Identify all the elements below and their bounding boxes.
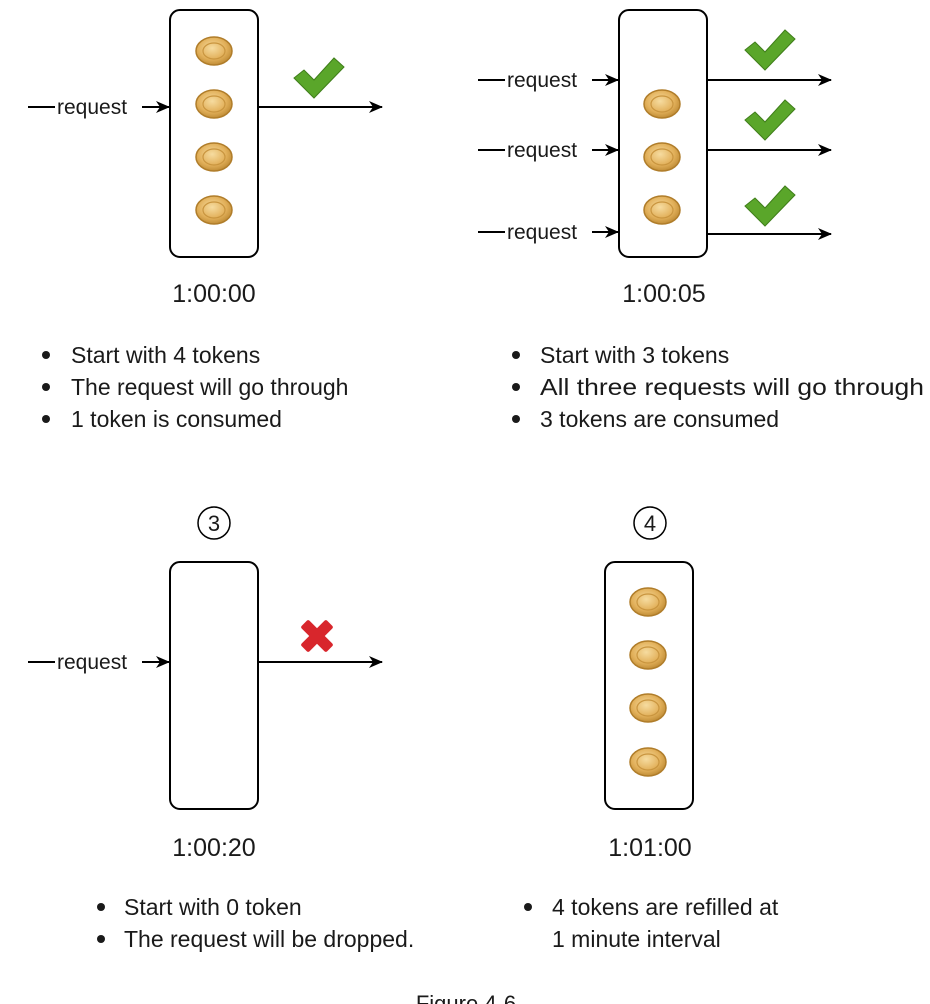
- bullet-text: All three requests will go through: [540, 374, 924, 400]
- token-list: [195, 36, 233, 225]
- token-icon: [643, 195, 681, 225]
- panel-2: request request request 1:00:05 Start wi…: [478, 9, 924, 432]
- token-icon: [195, 89, 233, 119]
- panel-4: 4 1:01:00 4 tokens are refilled at: [524, 506, 779, 952]
- step-number: 4: [644, 511, 656, 536]
- request-row: request: [478, 221, 619, 244]
- token-icon: [643, 142, 681, 172]
- bullet-text: Start with 4 tokens: [71, 342, 260, 368]
- request-label: request: [507, 221, 577, 244]
- bullet-text: 4 tokens are refilled at: [552, 894, 779, 920]
- cross-icon: [301, 620, 333, 652]
- request-row: request: [28, 620, 383, 674]
- bullet-dot: [42, 415, 50, 423]
- bullet-text: 3 tokens are consumed: [540, 406, 779, 432]
- bullet-dot: [42, 351, 50, 359]
- check-icon: [293, 57, 345, 99]
- request-label: request: [57, 96, 127, 119]
- request-label: request: [507, 139, 577, 162]
- bullet-dot: [512, 415, 520, 423]
- panel-1: request 1:00:00 Start with 4 tokens The …: [28, 9, 383, 432]
- bullet-list: 4 tokens are refilled at 1 minute interv…: [524, 894, 779, 952]
- step-badge: [633, 506, 667, 540]
- step-badge: [197, 506, 231, 540]
- step-number: 3: [208, 511, 220, 536]
- bullet-list: Start with 0 token The request will be d…: [97, 894, 414, 952]
- request-row: request: [28, 57, 383, 119]
- token-icon: [195, 36, 233, 66]
- bullet-text: Start with 0 token: [124, 894, 302, 920]
- bucket: [618, 9, 708, 258]
- token-icon: [195, 195, 233, 225]
- bullet-dot: [42, 383, 50, 391]
- bullet-text: 1 token is consumed: [71, 406, 282, 432]
- token-icon: [629, 693, 667, 723]
- bullet-text: The request will go through: [71, 374, 348, 400]
- bullet-dot: [97, 935, 105, 943]
- token-icon: [629, 587, 667, 617]
- request-row: request: [478, 69, 619, 92]
- token-icon: [629, 640, 667, 670]
- figure-caption: Figure 4-6: [416, 991, 516, 1004]
- bullet-text: Start with 3 tokens: [540, 342, 729, 368]
- token-icon: [629, 747, 667, 777]
- bucket: [604, 561, 694, 810]
- token-list: [629, 587, 667, 777]
- token-icon: [195, 142, 233, 172]
- check-icon: [744, 29, 796, 71]
- bullet-dot: [97, 903, 105, 911]
- time-label: 1:00:05: [622, 280, 705, 308]
- time-label: 1:00:20: [172, 834, 255, 862]
- check-icon: [744, 185, 796, 227]
- request-label: request: [57, 651, 127, 674]
- token-list: [643, 89, 681, 225]
- bullet-dot: [512, 351, 520, 359]
- bullet-list: Start with 4 tokens The request will go …: [42, 342, 348, 432]
- token-icon: [643, 89, 681, 119]
- time-label: 1:01:00: [608, 834, 691, 862]
- bucket: [169, 561, 259, 810]
- request-label: request: [507, 69, 577, 92]
- check-icon: [744, 99, 796, 141]
- bullet-list: Start with 3 tokens All three requests w…: [512, 342, 924, 432]
- request-row: request: [478, 139, 619, 162]
- time-label: 1:00:00: [172, 280, 255, 308]
- bullet-dot: [512, 383, 520, 391]
- bullet-text: The request will be dropped.: [124, 926, 414, 952]
- bullet-dot: [524, 903, 532, 911]
- panel-3: 3 request 1:00:20 Start with 0 token The…: [28, 506, 414, 952]
- bucket: [169, 9, 259, 258]
- bullet-text: 1 minute interval: [552, 926, 721, 952]
